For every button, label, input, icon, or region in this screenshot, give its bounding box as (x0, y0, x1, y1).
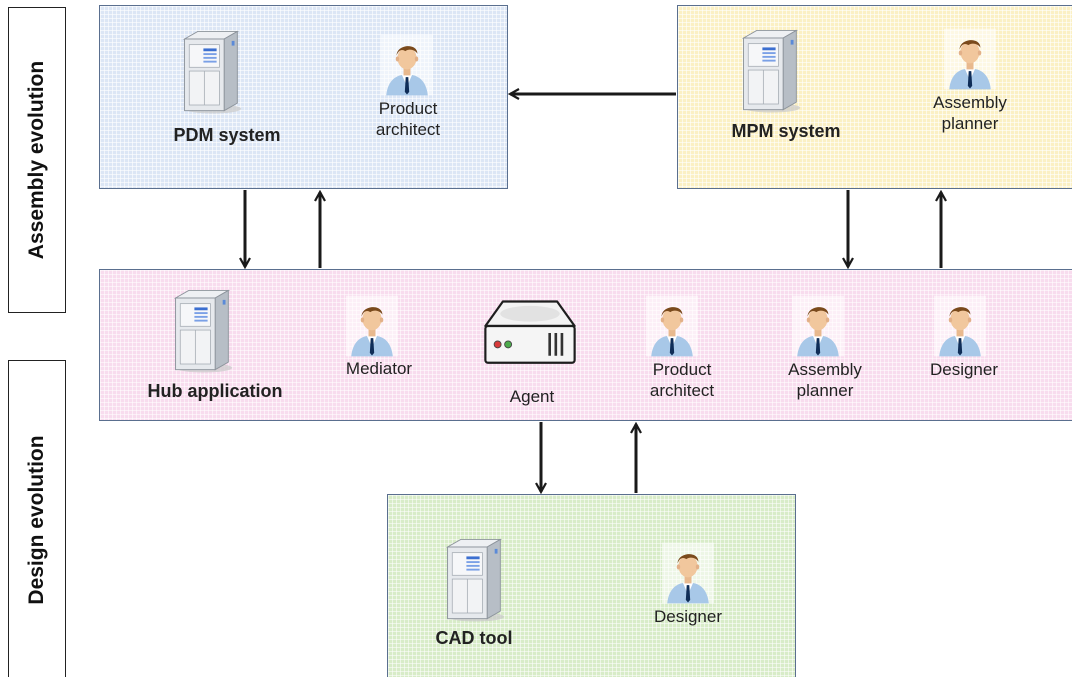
agent-label: Agent (509, 387, 555, 406)
hub-application-label: Hub application (147, 381, 283, 401)
mpm-system-box: MPM system Assembly planner (677, 5, 1072, 189)
mpm-system-label: MPM system (731, 121, 841, 141)
hub-application-box: Hub application Mediator Agent Product a… (99, 269, 1072, 421)
hub-designer-label: Designer (929, 360, 999, 379)
design-evolution-label: Design evolution (8, 360, 66, 677)
pdm-product-architect-label: Product architect (375, 99, 441, 139)
hub-product-architect-label: Product architect (649, 360, 715, 400)
cad-tool-box: CAD tool Designer (387, 494, 796, 677)
hub-assembly-planner-label: Assembly planner (788, 360, 862, 400)
pdm-system-box: PDM system Product architect (99, 5, 508, 189)
pdm-system-label: PDM system (173, 125, 281, 145)
mediator-label: Mediator (345, 359, 413, 378)
assembly-evolution-label: Assembly evolution (8, 7, 66, 313)
mpm-assembly-planner-label: Assembly planner (933, 93, 1007, 133)
cad-designer-label: Designer (653, 607, 723, 626)
cad-tool-label: CAD tool (435, 628, 513, 648)
